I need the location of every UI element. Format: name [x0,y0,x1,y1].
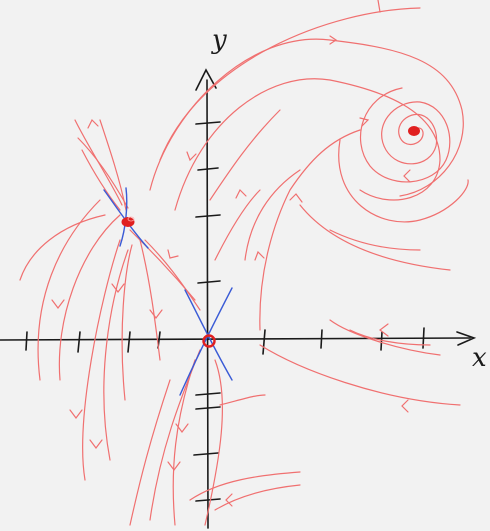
flow-line [349,329,431,346]
x-tick [320,329,323,349]
separatrix-upper-left-1 [103,189,149,249]
y-tick [195,498,221,502]
flow-line [139,239,161,361]
flow-line [259,344,461,406]
flow-line [329,229,421,251]
arrowhead [87,118,99,129]
arrowhead [359,117,370,127]
flow-line [58,214,121,381]
flow-line [121,244,133,401]
x-axis-label: x [472,343,487,373]
x-tick [127,331,131,353]
x-axis-arrowhead [456,331,477,346]
arrowhead [167,249,179,259]
separatrix-upper-left-2 [119,187,128,247]
flow-line [149,349,201,521]
arrowhead [111,283,125,293]
flow-line [377,0,381,13]
flow-line [74,119,123,206]
y-tick [197,167,219,171]
y-tick [195,406,221,410]
fixed-point-origin-saddle [202,334,216,348]
flow-line [214,189,261,261]
flow-lines [19,0,469,526]
arrowhead [51,299,65,309]
arrowhead [403,169,411,183]
x-tick [77,331,81,353]
flow-line [329,319,441,356]
y-tick [195,392,221,396]
y-axis-line [206,79,209,529]
flow-line [219,394,266,406]
flow-line [209,109,281,201]
arrowhead [186,151,197,162]
flow-line [172,359,196,526]
arrowhead [235,188,247,199]
arrowhead [89,439,103,449]
flow-line [82,239,121,481]
flow-line [81,149,121,211]
x-tick [25,331,28,351]
spiral [338,139,469,223]
y-axis-label: y [211,25,227,55]
fixed-points [121,126,420,348]
arrowhead [69,409,83,419]
flow-line [37,199,101,381]
arrowhead [329,35,338,45]
flow-line [214,484,301,511]
separatrix-origin-1 [184,289,233,381]
y-tick [197,280,221,284]
flow-line [144,239,201,311]
arrowhead [225,493,233,507]
fixed-point-upper-left-saddle [121,216,135,227]
arrowhead [289,193,303,203]
flow-line [77,137,129,209]
spiral [360,87,451,183]
y-tick [193,452,219,456]
arrowhead [401,399,409,413]
fixed-point-upper-right-spiral [408,126,420,136]
y-axis-arrowhead [195,68,217,91]
flow-line [299,204,451,271]
flow-line [204,359,224,526]
flow-line [103,249,129,461]
separatrix-origin-2 [179,287,233,396]
flow-line [129,379,171,526]
arrowhead [175,423,189,433]
arrowhead [379,323,389,337]
flow-line [174,78,441,211]
arrowhead [167,461,181,471]
x-axis-line [0,337,471,341]
flow-line [19,214,106,281]
arrowhead [149,309,163,319]
y-tick [195,121,221,125]
x-tick [262,329,266,355]
flow-line [189,471,301,501]
flow-line [259,129,361,331]
y-tick [195,214,221,218]
axes [0,68,477,529]
arrowhead [254,250,265,261]
flow-line [244,169,301,261]
flow-line [149,38,464,197]
